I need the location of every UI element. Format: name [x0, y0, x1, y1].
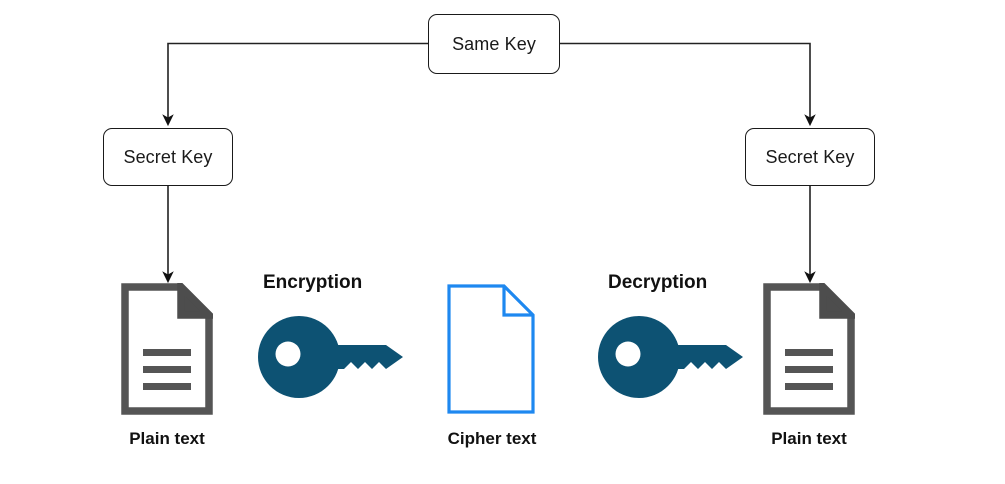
- document-lined-icon: [121, 277, 219, 415]
- node-same-key[interactable]: Same Key: [428, 14, 560, 74]
- connector-same-key-to-secret-key-right: [560, 42, 816, 127]
- node-secret-key-left[interactable]: Secret Key: [103, 128, 233, 186]
- node-same-key-label: Same Key: [452, 33, 536, 54]
- label-encryption: Encryption: [263, 272, 363, 293]
- node-secret-key-right[interactable]: Secret Key: [745, 128, 875, 186]
- key-icon: [258, 316, 408, 398]
- document-blank-icon: [446, 283, 538, 415]
- caption-plain-text-right: Plain text: [771, 429, 847, 448]
- key-icon: [598, 316, 748, 398]
- node-secret-key-left-label: Secret Key: [123, 146, 213, 167]
- connector-same-key-to-secret-key-left: [162, 42, 428, 127]
- caption-plain-text-left: Plain text: [129, 429, 205, 448]
- label-decryption: Decryption: [608, 272, 708, 293]
- document-lined-icon: [763, 277, 861, 415]
- node-secret-key-right-label: Secret Key: [765, 146, 855, 167]
- caption-cipher-text: Cipher text: [447, 429, 537, 448]
